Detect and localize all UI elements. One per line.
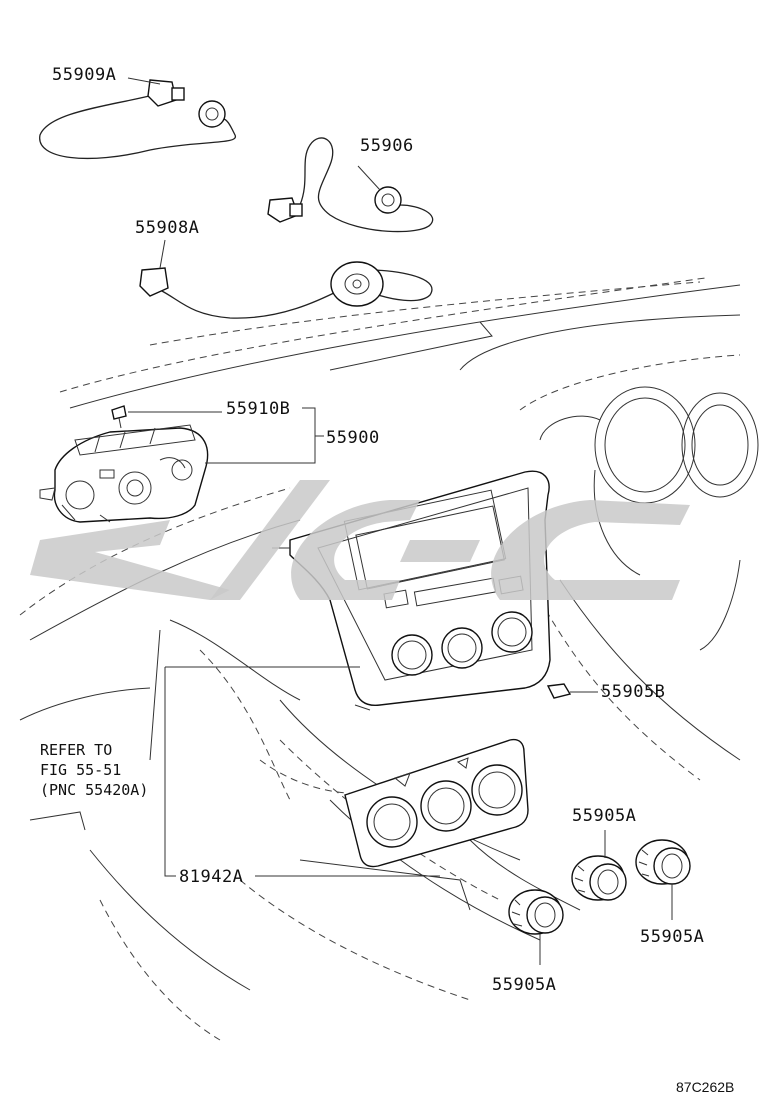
heater-control-sub-assembly [39,405,209,523]
knob-55905A-bottom [508,889,564,935]
label-55905A-bottom: 55905A [492,975,556,995]
knob-55905A-right [635,839,691,885]
reference-note-line1: REFER TO [40,741,112,759]
label-81942A: 81942A [179,867,243,887]
cable-55906 [267,137,434,233]
knob-55905A-middle [571,855,627,901]
label-55906: 55906 [360,136,414,156]
reference-note-line3: (PNC 55420A) [40,781,148,799]
label-55905A-top: 55905A [572,806,636,826]
switch-55905B [546,683,572,699]
label-55905A-right: 55905A [640,927,704,947]
cable-55908A [139,261,433,319]
label-55909A: 55909A [52,65,116,85]
reference-note-line2: FIG 55-51 [40,761,121,779]
figure-code: 87C262B [676,1079,734,1095]
label-55900: 55900 [326,428,380,448]
label-55905B: 55905B [601,682,665,702]
leader-lines [127,77,673,965]
cable-55909A [39,79,236,159]
heater-control-panel [344,738,529,868]
label-55908A: 55908A [135,218,199,238]
watermark-logo [30,480,690,600]
label-55910B: 55910B [226,399,290,419]
